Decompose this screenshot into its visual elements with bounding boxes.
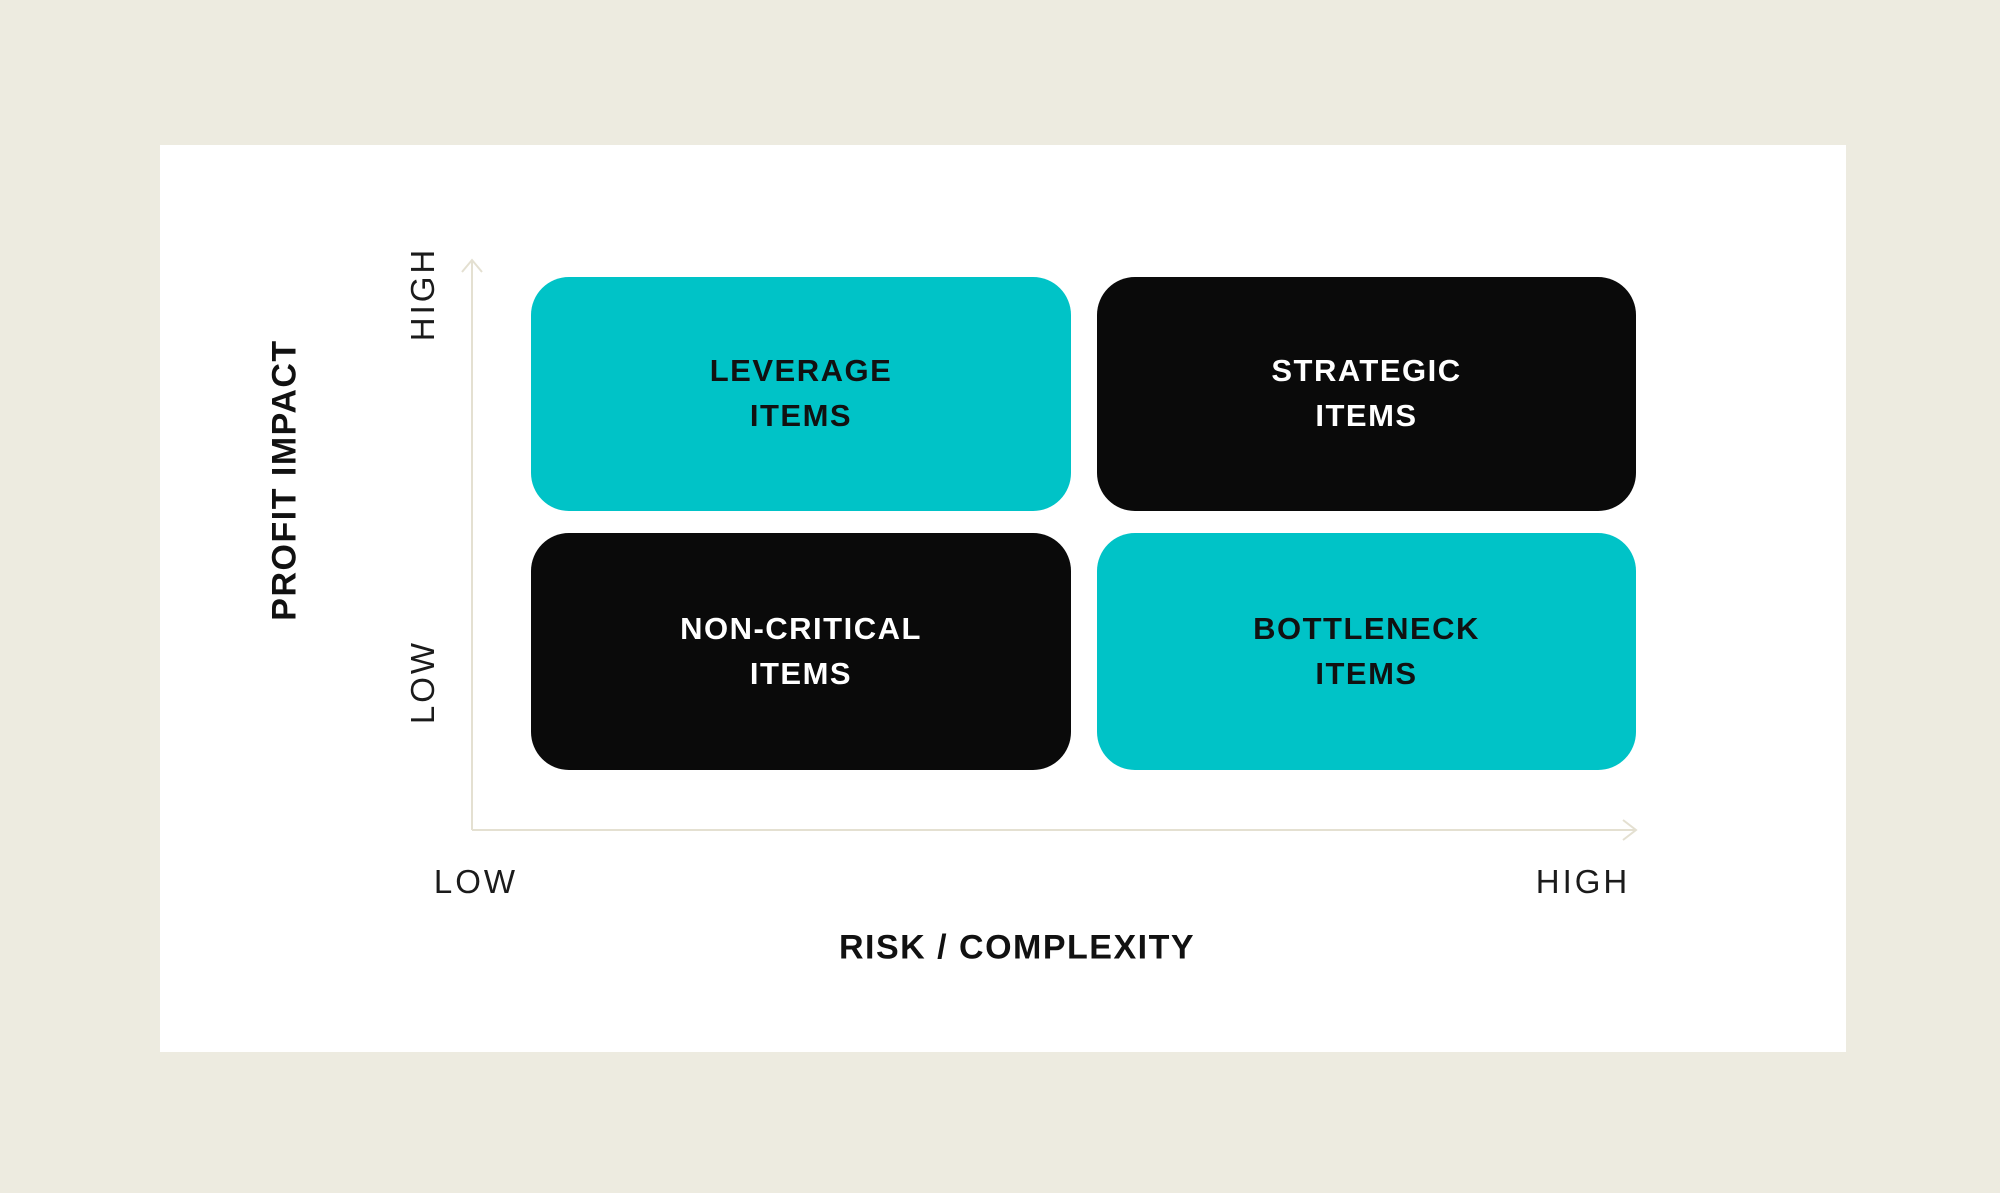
x-axis-low-label: LOW	[433, 863, 519, 900]
quadrant-label-line: STRATEGIC	[1271, 353, 1462, 389]
quadrant-label-line: BOTTLENECK	[1253, 610, 1480, 646]
quadrant-leverage: LEVERAGE ITEMS	[531, 277, 1071, 511]
x-axis-arrowhead-icon	[1622, 819, 1638, 841]
y-axis-arrowhead-icon	[461, 258, 483, 273]
quadrant-label-line: ITEMS	[1315, 398, 1418, 433]
y-axis-title: PROFIT IMPACT	[265, 339, 304, 621]
y-axis-high-label: HIGH	[404, 246, 441, 342]
quadrant-strategic: STRATEGIC ITEMS	[1097, 277, 1636, 511]
axes	[461, 258, 1638, 841]
quadrant-non-critical-label: NON-CRITICAL ITEMS	[680, 607, 922, 697]
quadrant-bottleneck-label: BOTTLENECK ITEMS	[1253, 607, 1480, 697]
quadrant-bottleneck: BOTTLENECK ITEMS	[1097, 533, 1636, 770]
quadrant-strategic-label: STRATEGIC ITEMS	[1271, 349, 1461, 439]
quadrant-non-critical: NON-CRITICAL ITEMS	[531, 533, 1071, 770]
quadrant-label-line: LEVERAGE	[709, 353, 893, 389]
quadrant-label-line: NON-CRITICAL	[680, 610, 922, 646]
quadrant-label-line: ITEMS	[1315, 655, 1418, 691]
y-axis-low-label: LOW	[404, 639, 441, 725]
quadrant-leverage-label: LEVERAGE ITEMS	[710, 349, 893, 439]
quadrant-label-line: ITEMS	[749, 655, 853, 691]
matrix-card: LEVERAGE ITEMS STRATEGIC ITEMS NON-CRITI…	[160, 145, 1846, 1052]
x-axis-high-label: HIGH	[1535, 863, 1631, 900]
quadrant-label-line: ITEMS	[749, 398, 853, 433]
x-axis-title: RISK / COMPLEXITY	[838, 928, 1196, 967]
